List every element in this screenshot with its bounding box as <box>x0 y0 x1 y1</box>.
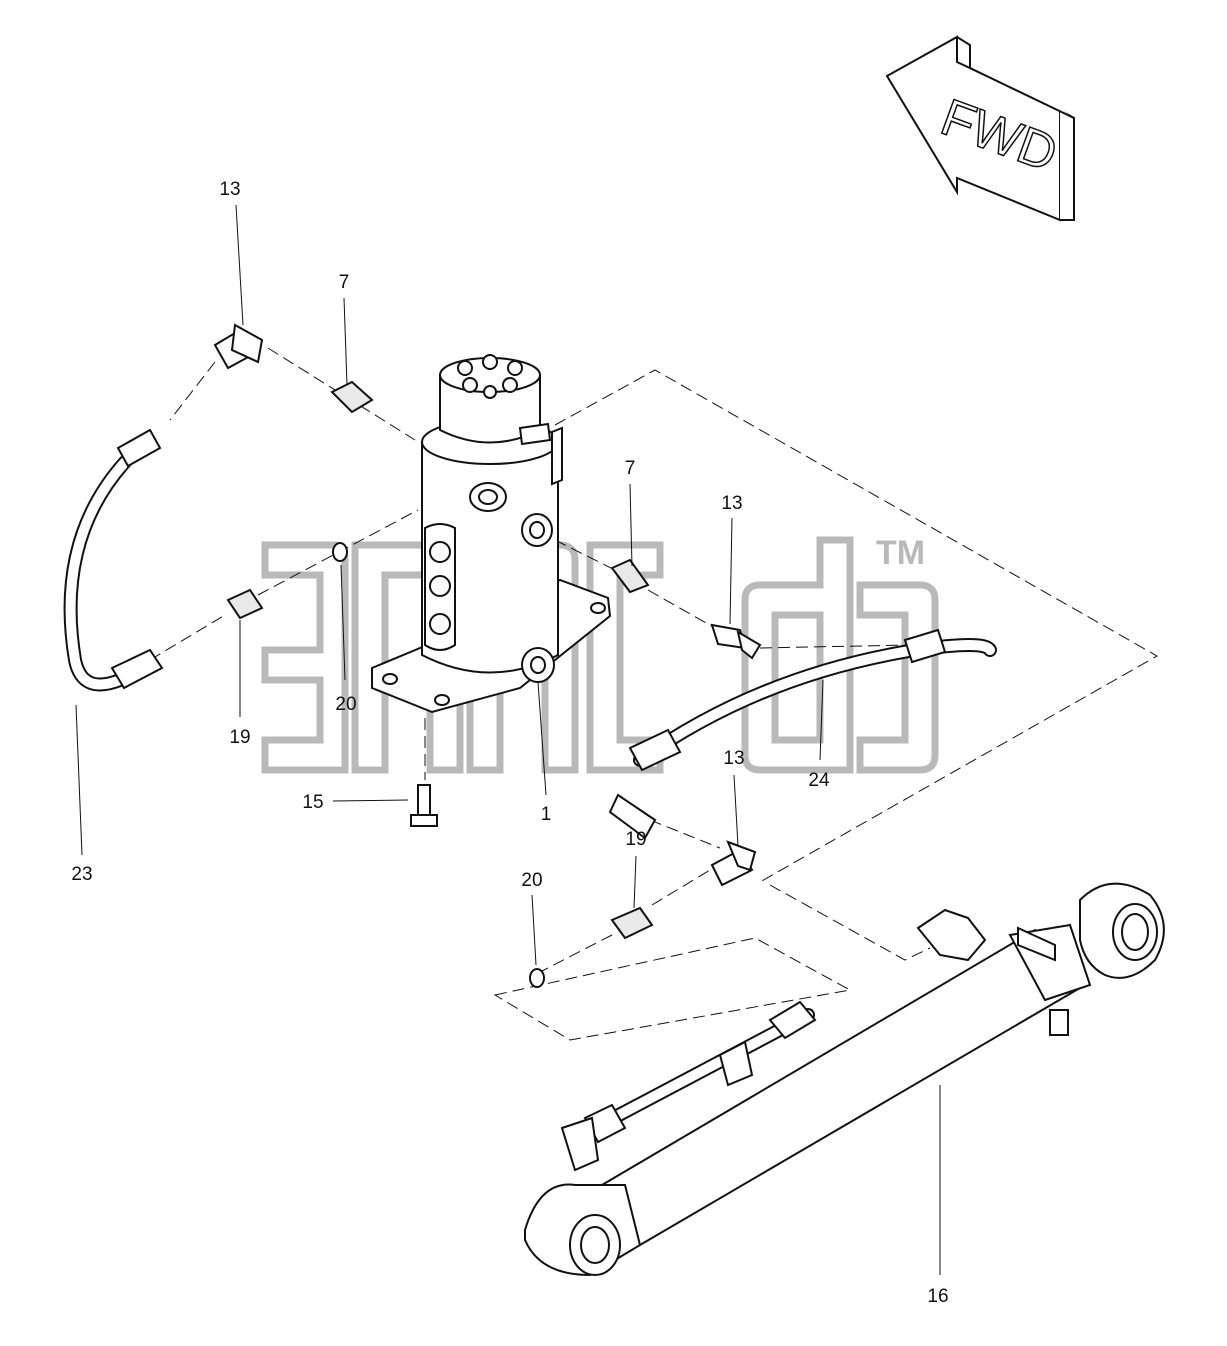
callout-24: 24 <box>808 770 830 791</box>
elbow-fitting-mid <box>710 623 762 660</box>
hose-part-24 <box>608 628 997 840</box>
elbow-fitting-top <box>213 323 264 370</box>
elbow-fitting-lower <box>710 840 757 887</box>
adapter-7-mid <box>610 558 650 594</box>
callout-7-top: 7 <box>339 272 350 293</box>
callout-16: 16 <box>927 1286 948 1307</box>
callout-13-mid: 13 <box>721 493 742 514</box>
adapter-19-lower <box>610 906 654 940</box>
leader-lines <box>75 204 941 1275</box>
callout-13-top: 13 <box>219 179 240 200</box>
hose-part-23 <box>63 428 164 692</box>
watermark-logo: TM <box>261 534 939 774</box>
assembly-lines <box>149 347 1159 1041</box>
watermark-tm: TM <box>876 534 925 572</box>
fwd-arrow-icon: FWD <box>885 35 1075 222</box>
callout-1: 1 <box>541 804 552 825</box>
bolt-part-15 <box>410 784 438 827</box>
callout-7-mid: 7 <box>625 458 636 479</box>
callout-19-lower: 19 <box>625 829 646 850</box>
o-ring-upper <box>332 542 348 562</box>
callout-20-lower: 20 <box>521 870 542 891</box>
callout-labels: 13 7 7 13 20 19 15 1 23 24 13 19 20 16 <box>71 179 948 1307</box>
callout-23: 23 <box>71 864 92 885</box>
callout-19-left: 19 <box>229 727 250 748</box>
swivel-joint-part-1 <box>371 354 612 714</box>
adapter-7-top <box>330 380 374 414</box>
cylinder-part-16 <box>524 882 1165 1277</box>
adapter-19-left <box>226 588 264 620</box>
callout-13-lower: 13 <box>723 748 744 769</box>
callout-20-upper: 20 <box>335 694 356 715</box>
o-ring-lower <box>529 968 545 988</box>
callout-15: 15 <box>302 792 323 813</box>
